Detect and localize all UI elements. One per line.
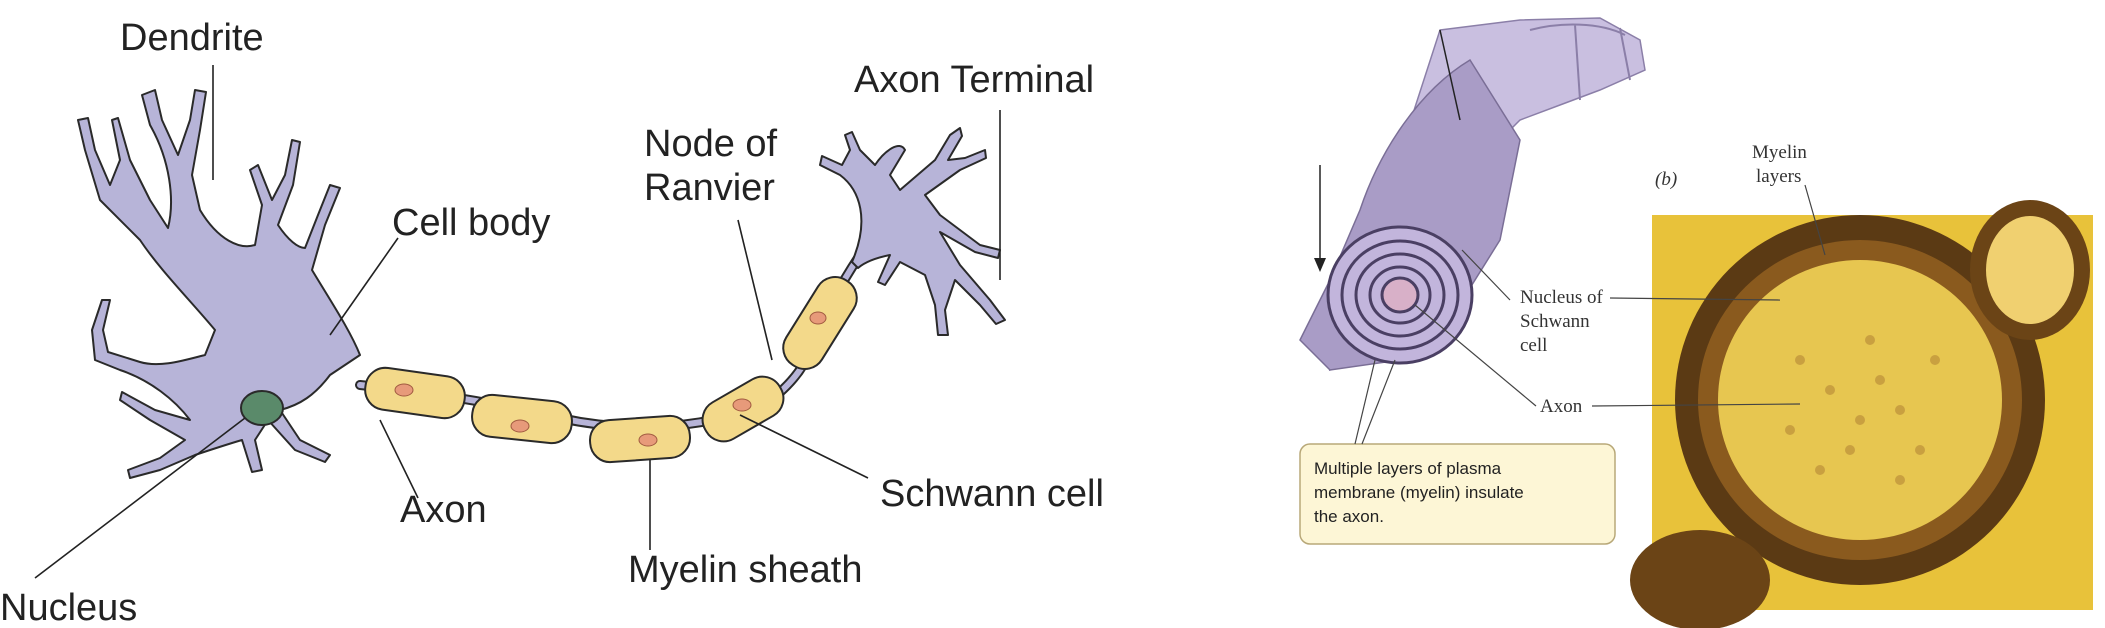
caption-line-1: Multiple layers of plasma — [1314, 459, 1502, 478]
label-nucleus-of-schwann-3: cell — [1520, 335, 1547, 356]
myelin-figure: (b) Myelin layers Nucleus of Schwann — [1299, 17, 2093, 628]
label-nucleus-of-schwann-1: Nucleus of — [1520, 287, 1604, 308]
label-myelin-layers-1: Myelin — [1752, 142, 1807, 163]
myelinated-axon-illustration — [1299, 17, 1646, 372]
myelin-sheath-segments — [364, 276, 858, 464]
schwann-cell-segment — [364, 366, 466, 420]
axon-terminal — [819, 127, 1006, 336]
schwann-cell-segment — [471, 393, 573, 445]
caption-box: Multiple layers of plasma membrane (myel… — [1299, 359, 1616, 545]
label-node-of-ranvier-2: Ranvier — [644, 167, 775, 209]
label-dendrite: Dendrite — [120, 17, 264, 59]
panel-label-b: (b) — [1655, 169, 1677, 190]
label-myelin-sheath: Myelin sheath — [628, 549, 862, 591]
caption-line-3: the axon. — [1314, 507, 1384, 526]
neuron-diagram: Dendrite Axon Terminal Node of Ranvier C… — [0, 17, 1104, 628]
label-myelin-layers-2: layers — [1756, 166, 1801, 187]
label-nucleus: Nucleus — [0, 587, 137, 628]
myelin-spiral — [1326, 225, 1474, 365]
label-nucleus-of-schwann-2: Schwann — [1520, 311, 1590, 332]
label-axon: Axon — [400, 489, 487, 531]
electron-micrograph — [1630, 200, 2093, 628]
label-axon-terminal: Axon Terminal — [854, 59, 1094, 101]
label-axon-b: Axon — [1540, 396, 1583, 417]
label-schwann-cell: Schwann cell — [880, 473, 1104, 515]
label-node-of-ranvier-1: Node of — [644, 123, 778, 165]
cell-body — [77, 89, 361, 479]
label-cell-body: Cell body — [392, 202, 550, 244]
caption-line-2: membrane (myelin) insulate — [1314, 483, 1524, 502]
nucleus-shape — [240, 390, 284, 426]
